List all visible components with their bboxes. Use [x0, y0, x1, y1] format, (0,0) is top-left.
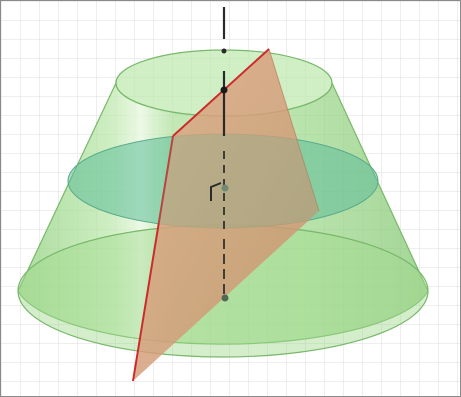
axis-plane-intersection-point — [220, 86, 228, 94]
inclined-cutting-plane — [133, 49, 319, 381]
bottom-center-point — [221, 294, 229, 302]
cut-plane-right-edge — [268, 48, 320, 212]
right-angle-icon — [210, 182, 222, 201]
cut-plane-top-edge — [172, 48, 270, 137]
top-center-point — [221, 48, 227, 54]
cut-plane-left-edge — [132, 135, 174, 382]
middle-center-point — [221, 184, 229, 192]
